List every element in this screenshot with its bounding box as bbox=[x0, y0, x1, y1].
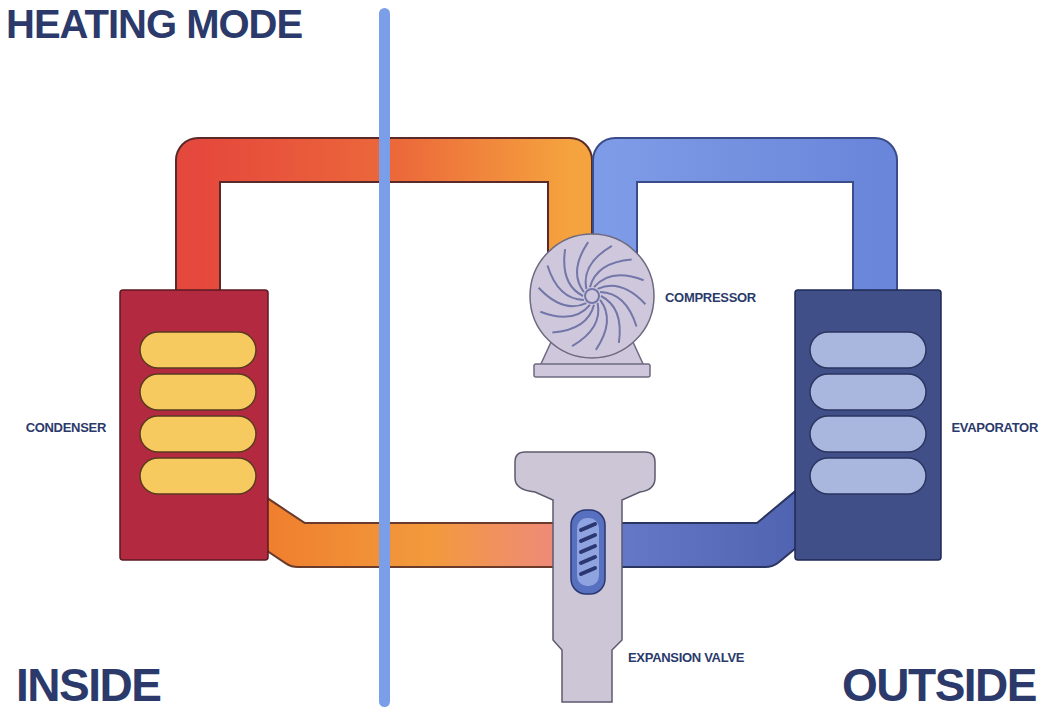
condenser-box bbox=[120, 290, 268, 560]
side-label: OUTSIDE bbox=[842, 662, 1036, 708]
compressor-hub bbox=[585, 289, 599, 303]
refrigerant-pipe bbox=[268, 525, 553, 545]
spring-turn bbox=[581, 524, 595, 530]
refrigerant-pipe bbox=[621, 520, 795, 545]
component-node: EVAPORATOR bbox=[795, 290, 941, 560]
compressor-housing bbox=[530, 234, 654, 358]
component-node: EXPANSION VALVE bbox=[553, 452, 621, 702]
compressor-vane bbox=[594, 275, 644, 287]
valve-window-inner bbox=[577, 518, 599, 586]
condenser-coil bbox=[140, 374, 256, 410]
component-label: COMPRESSOR bbox=[665, 291, 756, 305]
spring-turn bbox=[581, 568, 595, 574]
pipe-fill bbox=[621, 520, 795, 545]
side-label: INSIDE bbox=[16, 662, 160, 708]
pipe-fill bbox=[615, 160, 875, 290]
spring-turn bbox=[581, 546, 595, 552]
evaporator-coil bbox=[810, 458, 926, 494]
component-node: COMPRESSOR bbox=[530, 234, 655, 379]
inside-outside-divider bbox=[379, 8, 390, 707]
compressor-vane bbox=[600, 292, 636, 326]
component-node: CONDENSER bbox=[120, 290, 268, 560]
evaporator-coil bbox=[810, 416, 926, 452]
compressor-vane bbox=[590, 259, 632, 287]
evaporator-box bbox=[795, 290, 941, 560]
evaporator-coil bbox=[810, 374, 926, 410]
compressor-vane bbox=[540, 305, 590, 317]
diagram-title: HEATING MODE bbox=[6, 4, 302, 44]
spring-turn bbox=[581, 535, 595, 541]
pipe-outline bbox=[615, 160, 875, 290]
evaporator-coil bbox=[810, 332, 926, 368]
condenser-coil bbox=[140, 458, 256, 494]
component-label: CONDENSER bbox=[26, 421, 106, 435]
compressor-vanes bbox=[539, 242, 646, 350]
valve-window bbox=[571, 510, 605, 594]
compressor-vane bbox=[552, 305, 594, 333]
spring-turn bbox=[581, 557, 595, 563]
component-label: EXPANSION VALVE bbox=[628, 651, 744, 665]
compressor-base bbox=[534, 364, 650, 377]
pipe-fill bbox=[268, 525, 553, 545]
valve-spring bbox=[581, 524, 595, 574]
refrigerant-pipe bbox=[615, 160, 875, 290]
pipe-outline bbox=[621, 520, 795, 545]
condenser-coil bbox=[140, 332, 256, 368]
pipe-outline bbox=[268, 525, 553, 545]
component-label: EVAPORATOR bbox=[951, 421, 1038, 435]
condenser-coil bbox=[140, 416, 256, 452]
